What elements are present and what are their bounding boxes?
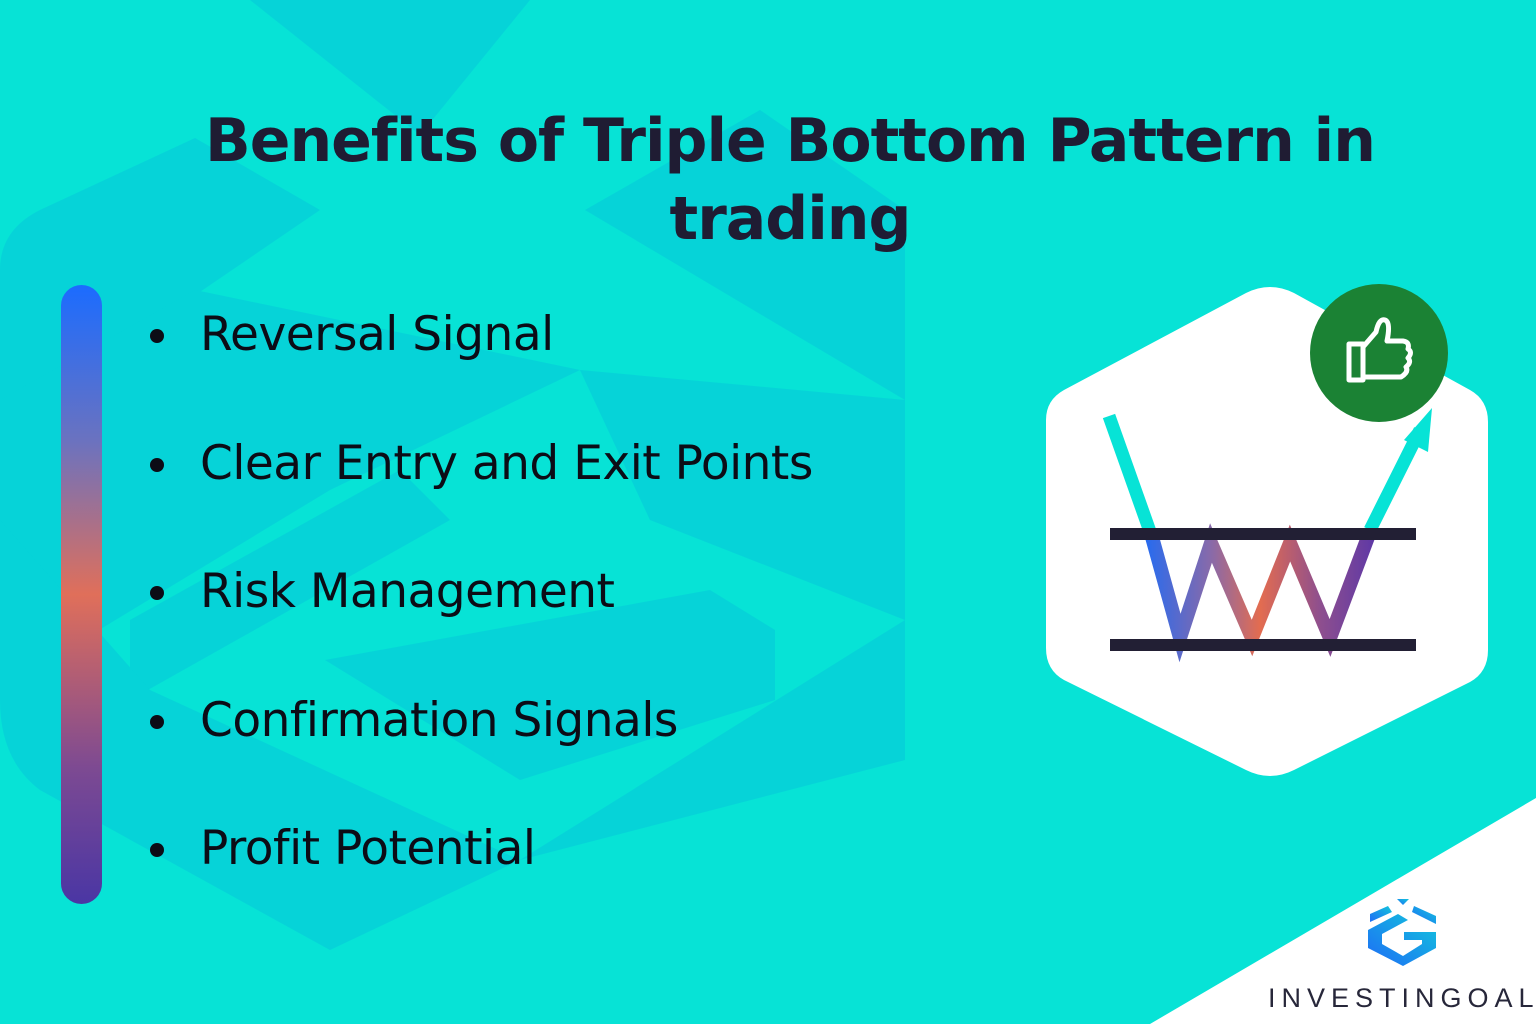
thumbs-up-icon bbox=[1346, 317, 1413, 383]
list-item: Reversal Signal bbox=[140, 300, 813, 429]
bullet-icon bbox=[150, 586, 164, 600]
benefit-label: Clear Entry and Exit Points bbox=[200, 435, 813, 491]
page-title: Benefits of Triple Bottom Pattern in tra… bbox=[0, 102, 1536, 258]
benefit-label: Profit Potential bbox=[200, 821, 536, 876]
thumbs-up-badge bbox=[1310, 284, 1448, 422]
list-item: Profit Potential bbox=[140, 814, 813, 943]
bullet-icon bbox=[150, 843, 164, 857]
investingoal-logo-icon bbox=[1368, 899, 1436, 966]
list-item: Clear Entry and Exit Points bbox=[140, 429, 813, 558]
benefits-list: Reversal Signal Clear Entry and Exit Poi… bbox=[140, 300, 813, 943]
bullet-icon bbox=[150, 329, 164, 343]
list-item: Risk Management bbox=[140, 557, 813, 686]
benefit-label: Confirmation Signals bbox=[200, 692, 678, 748]
gradient-accent-bar bbox=[61, 285, 102, 904]
list-item: Confirmation Signals bbox=[140, 686, 813, 815]
bullet-icon bbox=[150, 714, 164, 729]
bullet-icon bbox=[150, 457, 164, 472]
brand-wordmark: INVESTINGOAL bbox=[1268, 983, 1536, 1013]
benefit-label: Risk Management bbox=[200, 564, 615, 619]
benefit-label: Reversal Signal bbox=[200, 307, 554, 362]
title-line-1: Benefits of Triple Bottom Pattern in bbox=[205, 106, 1376, 177]
title-line-2: trading bbox=[669, 184, 912, 255]
